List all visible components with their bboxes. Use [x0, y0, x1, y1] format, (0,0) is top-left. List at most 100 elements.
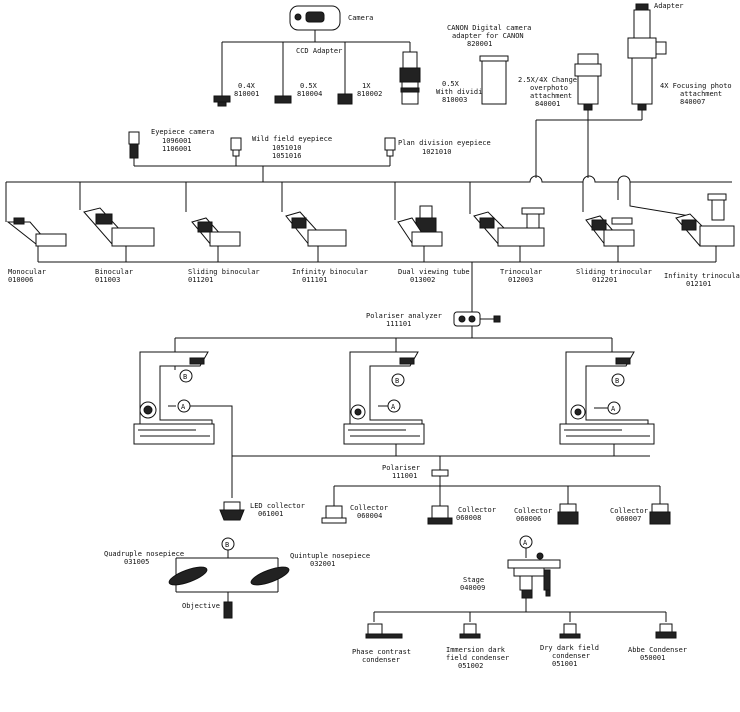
adapter-1x-name: 1X — [362, 82, 371, 90]
abbe-condenser-icon — [659, 623, 673, 633]
adapter-0-5x-icon — [274, 95, 292, 104]
change-photo-line2: overphoto — [530, 84, 568, 92]
plan-division-eyepiece-icon — [384, 137, 396, 151]
wild-field-eyepiece: Wild field eyepiece 1051010 1051016 — [230, 135, 332, 160]
adapter-top-icon — [635, 3, 649, 11]
canon-adapter-icon — [481, 55, 507, 105]
adapter-dividing-name: 0.5X — [442, 80, 460, 88]
stage-code: 040009 — [460, 584, 485, 592]
stand-3-marker-a: A — [594, 401, 621, 415]
stand-1-marker-b: B — [174, 366, 193, 383]
focusing-photo-icon — [627, 37, 657, 59]
condenser-abbe: Abbe Condenser 050001 — [628, 623, 687, 662]
stand-2 — [343, 351, 425, 445]
head-sliding-trinocular: Sliding trinocular 012201 — [576, 215, 652, 284]
eyepiece-camera-name: Eyepiece camera — [151, 128, 214, 136]
svg-text:A: A — [391, 403, 396, 411]
collector-060008-name: Collector — [458, 506, 496, 514]
collector-060007: Collector 060007 — [610, 503, 671, 525]
dry-dark-code: 051001 — [552, 660, 577, 668]
change-photo-code: 840001 — [535, 100, 560, 108]
head-monocular-name: Monocular — [8, 268, 46, 276]
adapter-0-5x-dividing: 0.5X With dividing 810003 — [399, 51, 491, 105]
focusing-photo-line1: 4X Focusing photo — [660, 82, 732, 90]
stand-3-marker-b: B — [611, 373, 625, 387]
condenser-immersion-dark: Immersion dark field condenser 051002 — [446, 623, 509, 670]
wild-field-code1: 1051010 — [272, 144, 302, 152]
adapter-dividing-name2: With dividing — [436, 88, 491, 96]
condenser-dry-dark: Dry dark field condenser 051001 — [540, 623, 599, 668]
collector-060007-code: 060007 — [616, 515, 641, 523]
polariser-name: Polariser — [382, 464, 420, 472]
head-binocular-code: 011003 — [95, 276, 120, 284]
adapter-0-4x: 0.4X 810001 — [213, 82, 259, 107]
adapter-1x-icon — [337, 93, 353, 105]
collector-060007-name: Collector — [610, 507, 648, 515]
stand-1 — [133, 351, 215, 445]
eyepiece-camera-code1: 1096001 — [162, 137, 192, 145]
camera-group: Camera CCD Adapter — [289, 5, 373, 55]
head-binocular: Binocular 011003 — [83, 207, 155, 284]
collector-060004-code: 060004 — [357, 512, 382, 520]
adapter-0-5x-code: 810004 — [297, 90, 322, 98]
change-photo-attachment: 2.5X/4X Change overphoto attachment 8400… — [518, 53, 602, 111]
quintuple-nosepiece-name: Quintuple nosepiece — [290, 552, 370, 560]
immersion-dark-code: 051002 — [458, 662, 483, 670]
stand-2-marker-b: B — [391, 373, 405, 387]
polariser-code: 111001 — [392, 472, 417, 480]
stage-name: Stage — [463, 576, 484, 584]
quadruple-nosepiece-icon — [168, 566, 208, 586]
wild-field-eyepiece-icon — [230, 137, 242, 151]
canon-line2: adapter for CANON — [452, 32, 524, 40]
svg-text:B: B — [225, 541, 229, 549]
focusing-photo-attachment: Adapter 4X Focusing photo attachment 840… — [627, 2, 732, 111]
collector-060006-name: Collector — [514, 507, 552, 515]
stage-icon — [507, 559, 561, 569]
head-monocular-code: 010006 — [8, 276, 33, 284]
collector-060007-icon — [651, 503, 669, 513]
adapter-0-4x-code: 810001 — [234, 90, 259, 98]
quintuple-nosepiece-icon — [250, 566, 290, 586]
adapter-0-5x: 0.5X 810004 — [274, 82, 322, 104]
head-sliding-trinocular-code: 012201 — [592, 276, 617, 284]
wild-field-code2: 1051016 — [272, 152, 302, 160]
change-photo-icon — [577, 53, 599, 105]
phase-contrast-line2: condenser — [362, 656, 400, 664]
canon-adapter: CANON Digital camera adapter for CANON 8… — [447, 24, 531, 105]
objective: Objective — [182, 601, 233, 619]
stand-3 — [559, 351, 655, 445]
adapter-dividing-icon — [402, 51, 418, 69]
adapter-0-4x-name: 0.4X — [238, 82, 256, 90]
head-sliding-binocular-name: Sliding binocular — [188, 268, 260, 276]
collector-060006-icon — [559, 503, 577, 513]
adapter-1x: 1X 810002 — [337, 82, 382, 105]
collector-060004-icon — [325, 505, 343, 519]
head-dual-viewing: Dual viewing tube 013002 — [397, 205, 470, 284]
polariser-icon — [431, 469, 449, 477]
polariser-analyzer-code: 111101 — [386, 320, 411, 328]
svg-text:B: B — [183, 373, 187, 381]
phase-contrast-condenser-icon — [367, 623, 383, 635]
head-trinocular-name: Trinocular — [500, 268, 542, 276]
change-photo-line1: 2.5X/4X Change — [518, 76, 577, 84]
nosepiece-marker-b: B — [221, 537, 235, 551]
stage: Stage 040009 — [460, 552, 561, 599]
eyepiece-camera-icon — [128, 131, 140, 145]
head-infinity-binocular-code: 011101 — [302, 276, 327, 284]
head-infinity-trinocular-code: 012101 — [686, 280, 711, 288]
collector-060008: Collector 060008 — [427, 505, 496, 525]
head-dual-viewing-name: Dual viewing tube — [398, 268, 470, 276]
collector-060008-icon — [431, 505, 449, 519]
svg-text:A: A — [523, 539, 528, 547]
quadruple-nosepiece-name: Quadruple nosepiece — [104, 550, 184, 558]
head-infinity-binocular-name: Infinity binocular — [292, 268, 368, 276]
plan-division-name: Plan division eyepiece — [398, 139, 491, 147]
head-sliding-binocular: Sliding binocular 011201 — [188, 217, 260, 284]
polariser-analyzer-icon — [453, 311, 481, 327]
head-sliding-binocular-code: 011201 — [188, 276, 213, 284]
collector-060006-code: 060006 — [516, 515, 541, 523]
adapter-dividing-code: 810003 — [442, 96, 467, 104]
head-trinocular-code: 012003 — [508, 276, 533, 284]
led-collector-code: 061001 — [258, 510, 283, 518]
adapter-top-label: Adapter — [654, 2, 684, 10]
